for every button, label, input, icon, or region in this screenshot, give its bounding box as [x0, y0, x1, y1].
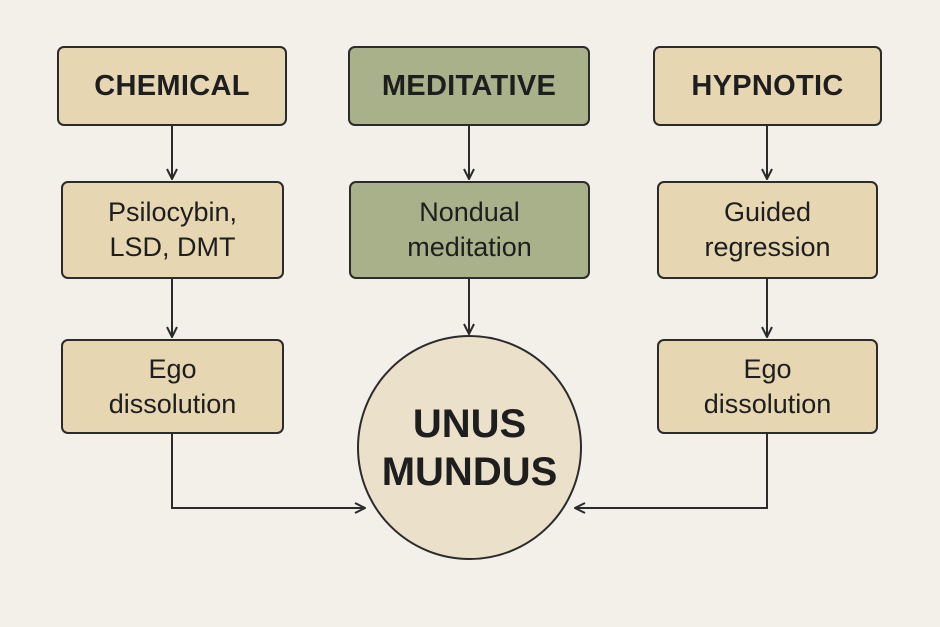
substances-label: Psilocybin, LSD, DMT — [107, 197, 238, 262]
guided-regression-label: Guided regression — [704, 197, 831, 262]
left-ego-dissolution-box: Ego dissolution — [61, 339, 284, 434]
meditative-header-label: MEDITATIVE — [381, 69, 557, 102]
hypnotic-header-label: HYPNOTIC — [691, 69, 844, 102]
nondual-meditation-label: Nondual meditation — [407, 197, 532, 262]
chemical-header-box: CHEMICAL — [57, 46, 287, 126]
meditative-header-box: MEDITATIVE — [348, 46, 590, 126]
right-ego-dissolution-label: Ego dissolution — [703, 353, 832, 419]
hypnotic-header-box: HYPNOTIC — [653, 46, 882, 126]
arrow-right-ego-to-unus-mundus — [575, 434, 768, 508]
nondual-meditation-box: Nondual meditation — [349, 181, 590, 279]
arrow-left-ego-to-unus-mundus — [171, 434, 365, 508]
substances-box: Psilocybin, LSD, DMT — [61, 181, 284, 279]
guided-regression-box: Guided regression — [657, 181, 878, 279]
unus-mundus-circle: UNUS MUNDUS — [357, 335, 582, 560]
left-ego-dissolution-label: Ego dissolution — [108, 353, 237, 419]
chemical-header-label: CHEMICAL — [94, 69, 250, 102]
unus-mundus-label: UNUS MUNDUS — [381, 401, 558, 494]
right-ego-dissolution-box: Ego dissolution — [657, 339, 878, 434]
